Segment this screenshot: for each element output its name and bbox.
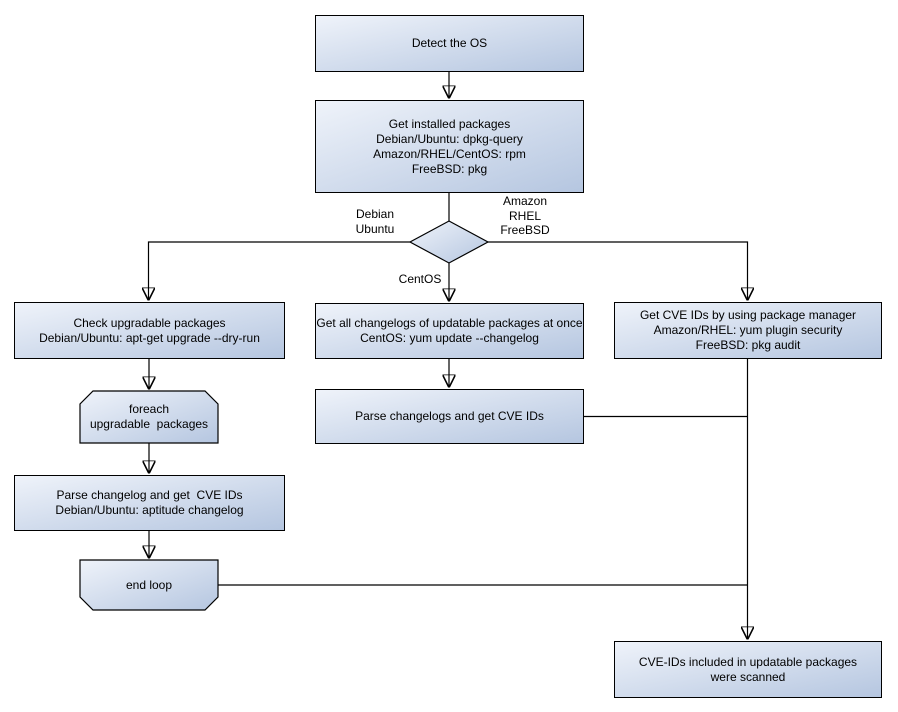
node-end-loop-label: end loop xyxy=(125,577,173,592)
node-foreach-loop-label: foreach upgradable packages xyxy=(89,402,209,431)
edge-decision-to-get-cve-ids xyxy=(488,241,748,300)
os-decision-diamond xyxy=(408,220,490,264)
node-detect-os: Detect the OS xyxy=(315,15,584,72)
edge-decision-to-check-upgradable xyxy=(149,241,410,300)
node-detect-os-label: Detect the OS xyxy=(411,36,488,50)
node-parse-changelogs-centos: Parse changelogs and get CVE IDs xyxy=(315,389,584,444)
edge-label-amazon-rhel-freebsd: Amazon RHEL FreeBSD xyxy=(500,194,550,237)
edge-label-debian-ubuntu: Debian Ubuntu xyxy=(355,207,395,236)
edge-label-centos: CentOS xyxy=(398,272,442,286)
node-check-upgradable-packages: Check upgradable packages Debian/Ubuntu:… xyxy=(14,302,285,359)
end-loop-shape xyxy=(79,559,219,611)
node-get-cve-ids-package-manager: Get CVE IDs by using package manager Ama… xyxy=(614,302,882,359)
foreach-loop-shape xyxy=(79,390,219,444)
node-get-installed-packages: Get installed packages Debian/Ubuntu: dp… xyxy=(315,100,584,193)
node-parse-changelog-debian: Parse changelog and get CVE IDs Debian/U… xyxy=(14,475,285,531)
node-get-all-changelogs: Get all changelogs of updatable packages… xyxy=(315,303,584,359)
node-scan-result: CVE-IDs included in updatable packages w… xyxy=(614,641,882,698)
